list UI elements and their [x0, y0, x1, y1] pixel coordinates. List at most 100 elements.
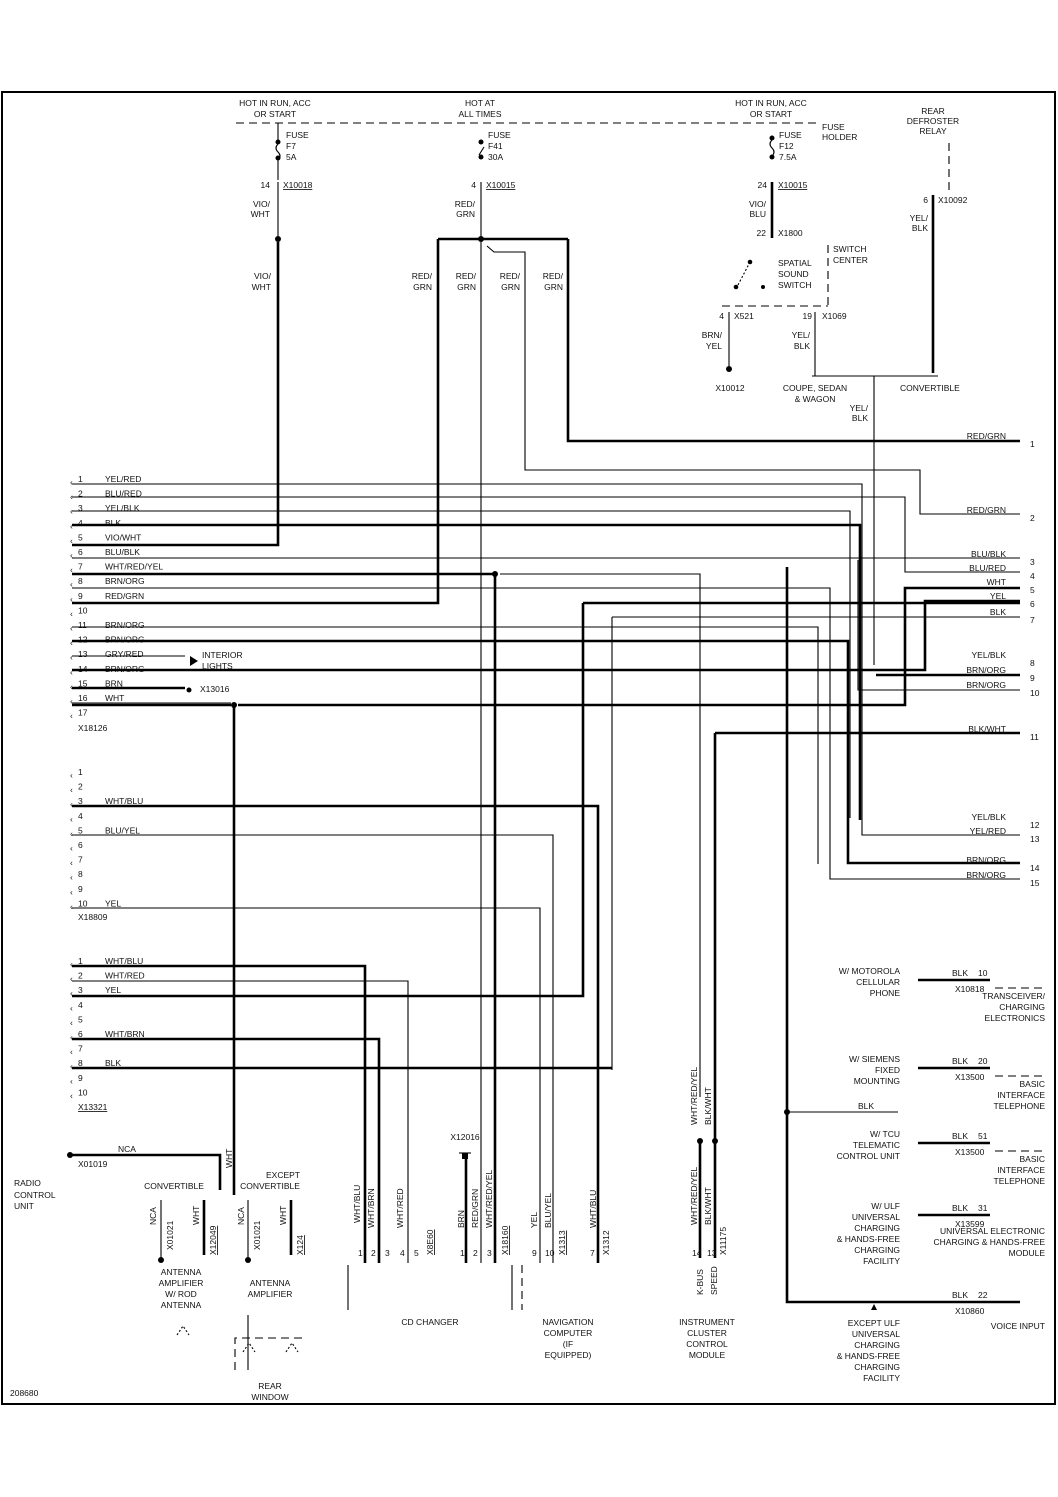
switch-center: SWITCH CENTER SPATIAL SOUND SWITCH 4 X52…	[702, 244, 868, 393]
right-pin-number: 1	[1030, 439, 1035, 449]
option-label: CHARGING	[854, 1245, 900, 1255]
splice-icon	[275, 236, 281, 242]
antenna-amplifier: EXCEPT CONVERTIBLE NCA X01021 WHT X124 A…	[234, 1170, 306, 1402]
svg-text:YEL/: YEL/	[910, 213, 929, 223]
svg-text:BLK: BLK	[952, 1290, 968, 1300]
svg-text:5A: 5A	[286, 152, 297, 162]
svg-text:LIGHTS: LIGHTS	[202, 661, 233, 671]
svg-text:EQUIPPED): EQUIPPED)	[545, 1350, 592, 1360]
pin-terminal-icon: ‹	[70, 477, 73, 487]
right-pin-number: 2	[1030, 513, 1035, 523]
svg-text:RED/: RED/	[456, 271, 477, 281]
pin-number: 3	[78, 503, 83, 513]
rear-defroster-relay: REAR DEFROSTER RELAY 6 X10092 YEL/ BLK	[907, 106, 968, 373]
pin-wire-color: YEL	[105, 898, 121, 908]
svg-text:19: 19	[803, 311, 813, 321]
svg-text:SPATIAL: SPATIAL	[778, 258, 812, 268]
pin-wire-color: WHT	[105, 693, 124, 703]
pin-terminal-icon: ‹	[70, 594, 73, 604]
svg-text:4: 4	[400, 1248, 405, 1258]
svg-text:BLK: BLK	[912, 223, 928, 233]
pin-terminal-icon: ‹	[70, 988, 73, 998]
pin-terminal-icon: ‹	[70, 770, 73, 780]
svg-text:BRN/: BRN/	[702, 330, 723, 340]
radio-control-unit-label: RADIO	[14, 1178, 41, 1188]
option-label: UNIVERSAL	[852, 1212, 900, 1222]
fuse-icon	[478, 146, 485, 156]
right-pin-wire: BLK	[990, 607, 1006, 617]
right-pin-number: 14	[1030, 863, 1040, 873]
svg-text:X12049: X12049	[208, 1225, 218, 1255]
svg-text:3: 3	[385, 1248, 390, 1258]
svg-text:WHT: WHT	[224, 1149, 234, 1168]
target-module-label: BASIC	[1019, 1154, 1045, 1164]
svg-text:WHT/BLU: WHT/BLU	[352, 1185, 362, 1223]
pin-number: 7	[78, 1044, 83, 1054]
svg-text:WHT/RED/YEL: WHT/RED/YEL	[689, 1167, 699, 1225]
pin-number: 9	[78, 884, 83, 894]
pin-wire-color: BLK	[105, 1058, 121, 1068]
right-pin-wire: YEL/RED	[970, 826, 1006, 836]
right-pin-number: 13	[1030, 834, 1040, 844]
splice-icon	[186, 687, 192, 693]
pin-number: 10	[78, 898, 88, 908]
svg-text:GRN: GRN	[456, 209, 475, 219]
interior-lights-arrow-icon	[190, 656, 198, 666]
option-label: CHARGING	[854, 1362, 900, 1372]
pin-terminal-icon: ‹	[70, 565, 73, 575]
pin-number: 7	[78, 562, 83, 572]
svg-text:BLK: BLK	[952, 1056, 968, 1066]
svg-text:X10015: X10015	[778, 180, 808, 190]
navigation-computer: X12016 BRN RED/GRN WHT/RED/YEL 1 2 3 X18…	[450, 1132, 611, 1360]
svg-text:NCA: NCA	[118, 1144, 136, 1154]
svg-text:RED/: RED/	[455, 199, 476, 209]
svg-text:SWITCH: SWITCH	[778, 280, 812, 290]
right-pin-wire: BRN/ORG	[966, 665, 1006, 675]
pin-number: 8	[78, 1058, 83, 1068]
option-label: EXCEPT ULF	[848, 1318, 900, 1328]
svg-text:FUSE: FUSE	[779, 130, 802, 140]
svg-text:ANTENNA: ANTENNA	[161, 1267, 202, 1277]
svg-text:X10012: X10012	[715, 383, 745, 393]
svg-text:GRN: GRN	[544, 282, 563, 292]
pin-terminal-icon: ‹	[70, 638, 73, 648]
pin-terminal-icon: ‹	[70, 623, 73, 633]
pin-number: 4	[78, 518, 83, 528]
pin-wire-color: WHT/RED/YEL	[105, 562, 163, 572]
option-label: UNIVERSAL	[852, 1329, 900, 1339]
pin-number: 13	[78, 649, 88, 659]
option-label: CONTROL UNIT	[837, 1151, 900, 1161]
svg-text:SWITCH: SWITCH	[833, 244, 867, 254]
svg-text:X13599: X13599	[955, 1219, 985, 1229]
svg-text:MODULE: MODULE	[689, 1350, 726, 1360]
svg-text:RED/: RED/	[412, 271, 433, 281]
antenna-icon	[242, 1342, 256, 1353]
svg-text:X1069: X1069	[822, 311, 847, 321]
svg-text:BLK: BLK	[952, 968, 968, 978]
svg-text:WHT: WHT	[251, 209, 270, 219]
option-label: W/ ULF	[871, 1201, 900, 1211]
svg-text:INTERIOR: INTERIOR	[202, 650, 243, 660]
figure-id: 208680	[10, 1388, 39, 1398]
svg-text:YEL/: YEL/	[850, 403, 869, 413]
svg-text:NCA: NCA	[148, 1207, 158, 1225]
svg-text:HOLDER: HOLDER	[822, 132, 857, 142]
option-label: & HANDS-FREE	[837, 1234, 901, 1244]
svg-text:UNIT: UNIT	[14, 1201, 34, 1211]
right-pin-number: 6	[1030, 599, 1035, 609]
svg-text:RED/GRN: RED/GRN	[470, 1189, 480, 1228]
option-label: W/ SIEMENS	[849, 1054, 900, 1064]
svg-text:BLK: BLK	[852, 413, 868, 423]
pin-terminal-icon: ‹	[70, 814, 73, 824]
pin-number: 4	[78, 1000, 83, 1010]
pin-wire-color: BLU/BLK	[105, 547, 140, 557]
svg-text:WINDOW: WINDOW	[251, 1392, 288, 1402]
svg-text:WHT/RED: WHT/RED	[395, 1188, 405, 1228]
pin-terminal-icon: ‹	[70, 901, 73, 911]
switch-arm-icon	[737, 261, 751, 286]
svg-text:YEL: YEL	[529, 1212, 539, 1228]
option-label: FACILITY	[863, 1373, 900, 1383]
svg-text:VIO/: VIO/	[254, 271, 272, 281]
